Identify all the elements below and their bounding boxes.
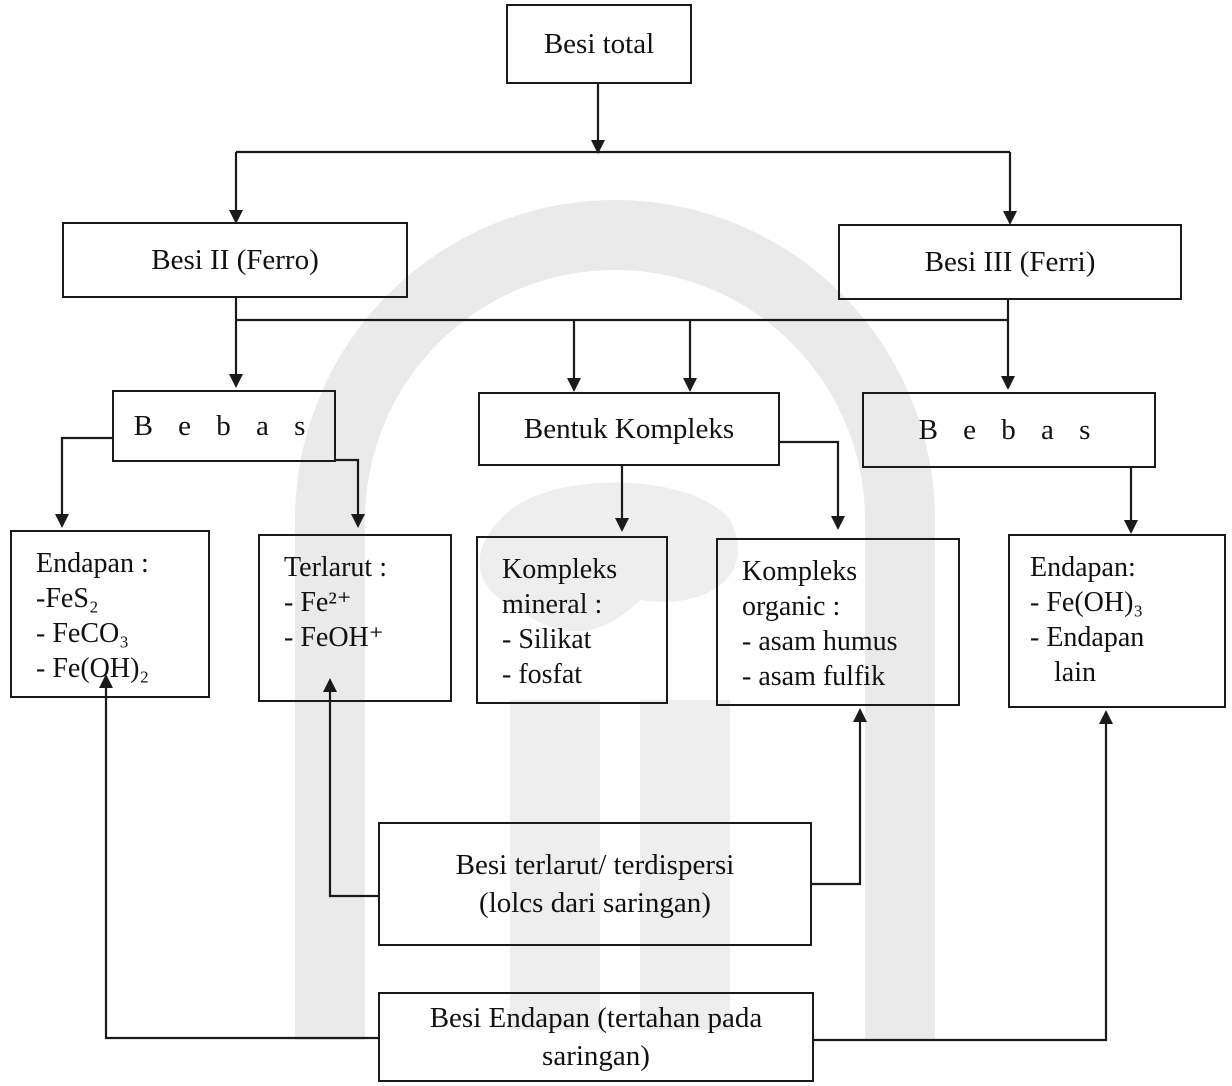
terdispersi-line1: Besi terlarut/ terdispersi	[455, 849, 735, 881]
connector	[104, 686, 378, 1040]
arrowhead	[591, 140, 605, 154]
connector	[334, 458, 360, 516]
arrowhead	[229, 374, 243, 388]
arrowhead	[1124, 520, 1138, 534]
endapan-ferri-item: - Fe(OH)₃	[1030, 587, 1144, 618]
arrowhead	[1099, 710, 1113, 724]
connector	[812, 722, 1108, 1042]
node-besi-endapan: Besi Endapan (tertahan pada saringan)	[378, 992, 814, 1082]
watermark-pillar-left	[510, 700, 600, 1030]
kompleks-organic-item: - asam fulfik	[742, 661, 886, 692]
node-bentuk-kompleks: Bentuk Kompleks	[478, 392, 780, 466]
arrowhead	[1001, 376, 1015, 390]
endapan-ferro-title: Endapan :	[36, 548, 149, 579]
arrowhead	[853, 708, 867, 722]
arrowhead	[99, 674, 113, 688]
arrowhead	[567, 378, 581, 392]
node-bentuk-kompleks-label: Bentuk Kompleks	[523, 412, 735, 445]
arrowhead	[55, 514, 69, 528]
node-kompleks-organic: Kompleks organic : - asam humus - asam f…	[716, 538, 960, 706]
terlarut-item: - Fe²⁺	[284, 587, 352, 618]
terlarut-item: - FeOH⁺	[284, 622, 384, 653]
node-besi-total-label: Besi total	[543, 27, 655, 60]
connector	[810, 720, 862, 886]
node-besi-terdispersi: Besi terlarut/ terdispersi (lolcs dari s…	[378, 822, 812, 946]
connector	[60, 436, 112, 516]
kompleks-organic-subtitle: organic :	[742, 591, 841, 622]
node-besi-ferri-label: Besi III (Ferri)	[924, 245, 1096, 278]
endapan-ferri-title: Endapan:	[1030, 552, 1136, 583]
endapan-ferro-item: - Fe(OH)₂	[36, 653, 150, 684]
connector	[778, 440, 840, 518]
kompleks-mineral-item: - fosfat	[502, 659, 583, 690]
node-bebas-right: B e b a s	[862, 392, 1156, 468]
terlarut-title: Terlarut :	[284, 552, 387, 583]
endapan-ferri-item: - Endapan	[1030, 622, 1145, 653]
arrowhead	[1003, 211, 1017, 225]
arrowhead	[229, 210, 243, 224]
node-endapan-ferri: Endapan: - Fe(OH)₃ - Endapan lain	[1008, 534, 1226, 708]
arrowhead	[351, 514, 365, 528]
endapan-ferri-item: lain	[1054, 657, 1096, 688]
node-bebas-left: B e b a s	[112, 390, 336, 462]
node-terlarut: Terlarut : - Fe²⁺ - FeOH⁺	[258, 534, 452, 702]
node-besi-ferro: Besi II (Ferro)	[62, 222, 408, 298]
node-kompleks-mineral: Kompleks mineral : - Silikat - fosfat	[476, 536, 668, 704]
watermark-pillar-right	[640, 700, 730, 1030]
kompleks-mineral-title: Kompleks	[502, 554, 618, 585]
node-bebas-right-label: B e b a s	[918, 413, 1100, 446]
kompleks-mineral-subtitle: mineral :	[502, 589, 603, 620]
kompleks-organic-item: - asam humus	[742, 626, 898, 657]
besi-endapan-line1: Besi Endapan (tertahan pada	[429, 1002, 763, 1034]
endapan-ferro-item: -FeS₂	[36, 583, 99, 614]
node-endapan-ferro: Endapan : -FeS₂ - FeCO₃ - Fe(OH)₂	[10, 530, 210, 698]
kompleks-mineral-item: - Silikat	[502, 624, 592, 655]
watermark-emblem	[479, 482, 738, 632]
node-besi-total: Besi total	[506, 4, 692, 84]
node-besi-ferro-label: Besi II (Ferro)	[151, 243, 319, 276]
terdispersi-line2: (lolcs dari saringan)	[479, 887, 711, 919]
endapan-ferro-item: - FeCO₃	[36, 618, 129, 649]
besi-endapan-line2: saringan)	[542, 1040, 650, 1072]
arrowhead	[323, 678, 337, 692]
arrowhead	[615, 518, 629, 532]
kompleks-organic-title: Kompleks	[742, 556, 858, 587]
node-besi-ferri: Besi III (Ferri)	[838, 224, 1182, 300]
connector	[328, 690, 378, 898]
arrowhead	[683, 378, 697, 392]
arrowhead	[831, 516, 845, 530]
node-bebas-left-label: B e b a s	[133, 409, 315, 442]
